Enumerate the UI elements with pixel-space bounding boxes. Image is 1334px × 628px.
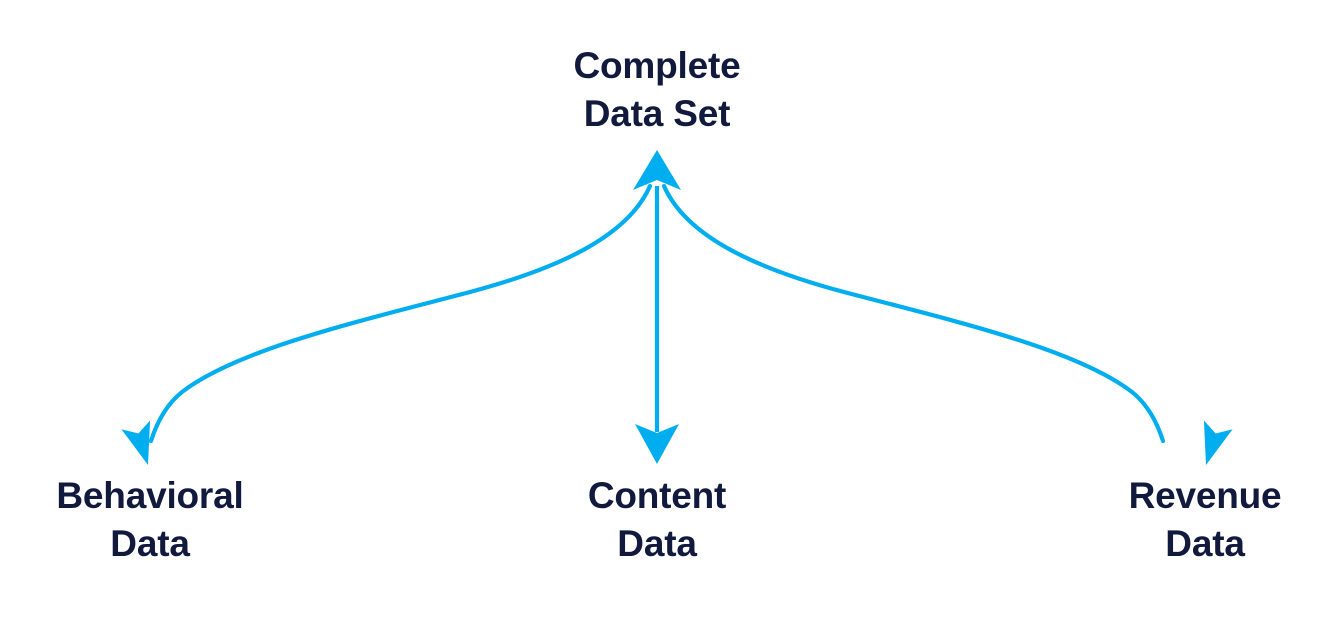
node-content-data-line1: Content [587,475,727,516]
node-revenue-data: Revenue Data [1005,472,1334,568]
node-complete-data-set: Complete Data Set [457,42,857,138]
node-revenue-data-line1: Revenue [1128,475,1282,516]
node-content-data-line2: Data [617,523,697,564]
node-complete-data-set-line2: Data Set [583,93,731,134]
connector-right-curve [661,183,1166,444]
arrowhead-up-icon [633,150,681,190]
node-content-data: Content Data [457,472,857,568]
arrowhead-down-right-icon [1203,420,1233,465]
node-revenue-data-line2: Data [1165,523,1245,564]
arrowhead-down-left-icon [121,420,151,465]
node-behavioral-data-line1: Behavioral [56,475,244,516]
arrowhead-down-center-icon [635,424,679,464]
node-behavioral-data: Behavioral Data [0,472,350,568]
node-complete-data-set-line1: Complete [573,45,741,86]
connector-left-curve [148,183,653,444]
node-behavioral-data-line2: Data [110,523,190,564]
